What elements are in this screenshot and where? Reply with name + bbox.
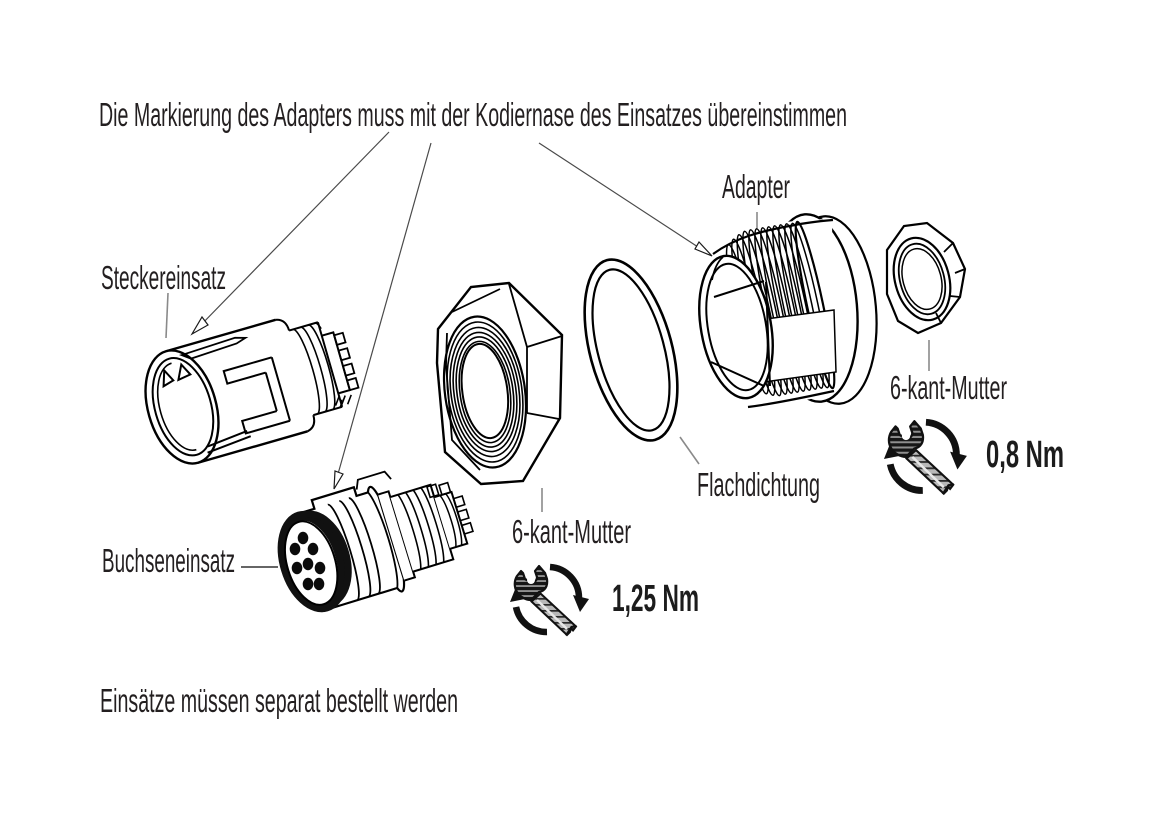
svg-text:Adapter: Adapter (722, 168, 790, 205)
svg-text:Flachdichtung: Flachdichtung (697, 466, 820, 503)
svg-text:6-kant-Mutter: 6-kant-Mutter (512, 513, 631, 550)
svg-text:Die Markierung des Adapters mu: Die Markierung des Adapters muss mit der… (99, 96, 847, 133)
svg-text:1,25 Nm: 1,25 Nm (612, 578, 699, 620)
svg-text:Buchseneinsatz: Buchseneinsatz (102, 542, 235, 579)
svg-text:Steckereinsatz: Steckereinsatz (101, 259, 226, 296)
svg-text:Einsätze müssen separat bestel: Einsätze müssen separat bestellt werden (100, 682, 458, 719)
svg-text:6-kant-Mutter: 6-kant-Mutter (890, 369, 1007, 406)
svg-text:0,8 Nm: 0,8 Nm (986, 434, 1064, 476)
